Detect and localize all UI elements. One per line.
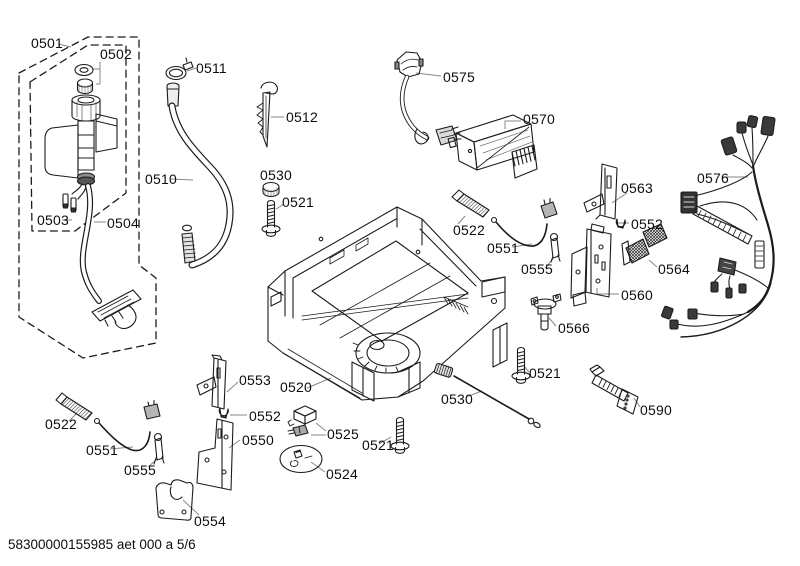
part-label-0501: 0501	[31, 35, 63, 51]
part-label-0555-right: 0555	[521, 261, 553, 277]
part-label-0550: 0550	[242, 432, 274, 448]
pin-0522-right-drawing	[451, 189, 490, 218]
base-assembly-drawing	[267, 206, 508, 402]
leader-lines	[57, 43, 748, 516]
part-label-0520: 0520	[280, 379, 312, 395]
part-label-0504: 0504	[107, 215, 139, 231]
bracket-0550-drawing	[196, 418, 234, 491]
drain-hose-drawing	[165, 57, 234, 269]
part-label-0521-mid: 0521	[362, 437, 394, 453]
part-label-0555-left: 0555	[124, 462, 156, 478]
bracket-0554-drawing	[155, 479, 194, 521]
part-label-0522-left: 0522	[45, 416, 77, 432]
part-label-0554: 0554	[194, 513, 226, 529]
control-module-drawing	[447, 114, 538, 179]
rail-0590-drawing	[589, 364, 639, 415]
lead-0530-bottom-drawing	[433, 362, 541, 429]
part-label-0575: 0575	[443, 69, 475, 85]
valve-0566-drawing	[530, 293, 562, 331]
cable-0551-right-drawing	[490, 197, 558, 247]
part-label-0570: 0570	[523, 111, 555, 127]
part-label-0510: 0510	[145, 171, 177, 187]
part-label-0525: 0525	[327, 426, 359, 442]
part-label-0521-top: 0521	[282, 194, 314, 210]
bracket-0560-drawing	[570, 223, 612, 307]
part-label-0552-right: 0552	[631, 216, 663, 232]
aquastop-hose-connector-drawing	[79, 183, 142, 330]
clip-0552-right-drawing	[615, 218, 626, 229]
part-label-0530-top: 0530	[260, 167, 292, 183]
part-label-0524: 0524	[326, 466, 358, 482]
part-0555-right-drawing	[549, 232, 561, 263]
clip-0552-left-drawing	[218, 407, 229, 419]
part-label-0576: 0576	[697, 170, 729, 186]
bracket-0512-drawing	[256, 81, 278, 148]
part-label-0502: 0502	[100, 46, 132, 62]
aquastop-valve-drawing	[44, 63, 118, 213]
part-label-0530-bottom: 0530	[441, 391, 473, 407]
nut-0530-top-drawing	[262, 181, 280, 198]
part-label-0551-left: 0551	[86, 442, 118, 458]
part-label-0551-right: 0551	[487, 240, 519, 256]
part-label-0553: 0553	[239, 372, 271, 388]
part-label-0522-right: 0522	[453, 222, 485, 238]
bracket-0553-drawing	[196, 354, 227, 410]
part-0555-left-drawing	[153, 432, 165, 465]
aquastop-assembly-boundary	[18, 36, 157, 359]
bracket-0563-drawing	[583, 163, 618, 220]
part-label-0564: 0564	[658, 261, 690, 277]
document-number: 58300000155985 aet 000 a 5/6	[8, 537, 196, 552]
part-label-0566: 0566	[558, 320, 590, 336]
disc-0524-drawing	[279, 444, 323, 474]
cable-0551-left-drawing	[93, 399, 161, 452]
part-label-0563: 0563	[621, 180, 653, 196]
screw-0521-top-drawing	[261, 199, 281, 237]
part-label-0511: 0511	[196, 60, 227, 76]
part-label-0521-right: 0521	[529, 365, 561, 381]
part-label-0503: 0503	[37, 212, 69, 228]
part-label-0552-left: 0552	[249, 408, 281, 424]
pin-0522-left-drawing	[55, 392, 93, 421]
power-cord-drawing	[394, 51, 462, 146]
part-0525-drawing	[287, 405, 317, 437]
part-label-0560: 0560	[621, 287, 653, 303]
part-label-0512: 0512	[286, 109, 318, 125]
grid-0564-drawing	[621, 223, 668, 266]
wiring-harness-drawing	[661, 115, 776, 338]
screw-0521-right-drawing	[511, 346, 531, 384]
part-label-0590: 0590	[640, 402, 672, 418]
